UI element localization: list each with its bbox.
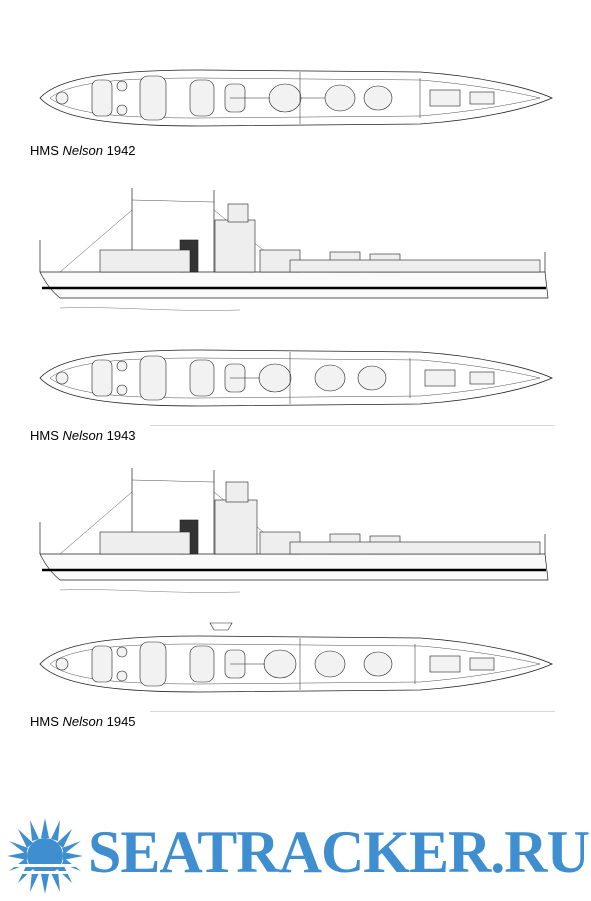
caption-ship-name: Nelson (62, 143, 103, 158)
caption-prefix: HMS (30, 428, 59, 443)
profile-view-1945 (39, 468, 549, 593)
profile-view-1943 (39, 188, 549, 311)
caption-prefix: HMS (30, 143, 59, 158)
caption-year: 1942 (106, 143, 136, 158)
logo-text: SEATRACKER.RU (88, 819, 590, 885)
divider-rule (150, 711, 555, 712)
caption-year: 1945 (106, 714, 136, 729)
plan-view-1943 (39, 349, 553, 407)
caption-prefix: HMS (30, 714, 59, 729)
caption-1945: HMS Nelson 1945 (30, 714, 136, 729)
seatracker-logo-mark (0, 818, 90, 894)
caption-year: 1943 (106, 428, 136, 443)
caption-1943: HMS Nelson 1943 (30, 428, 136, 443)
caption-ship-name: Nelson (62, 428, 103, 443)
sun-burst-icon (0, 818, 90, 894)
plan-view-1945 (39, 622, 553, 693)
plan-view-1942 (39, 69, 553, 127)
caption-ship-name: Nelson (62, 714, 103, 729)
caption-1942: HMS Nelson 1942 (30, 143, 136, 158)
divider-rule (150, 425, 555, 426)
